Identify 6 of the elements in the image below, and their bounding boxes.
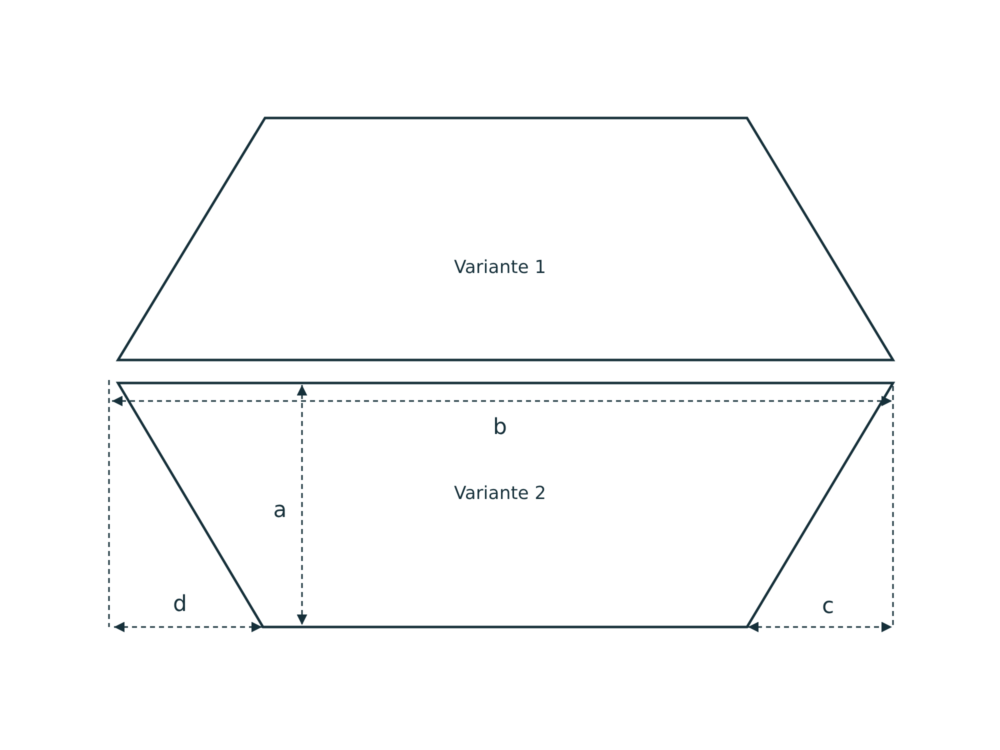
dimension-label: d bbox=[173, 592, 187, 618]
shape-label: Variante 1 bbox=[454, 258, 546, 278]
dimension-label: b bbox=[493, 416, 507, 440]
dimension-label: a bbox=[273, 498, 287, 524]
dimension-label: c bbox=[822, 594, 834, 620]
shape-label: Variante 2 bbox=[454, 484, 546, 504]
